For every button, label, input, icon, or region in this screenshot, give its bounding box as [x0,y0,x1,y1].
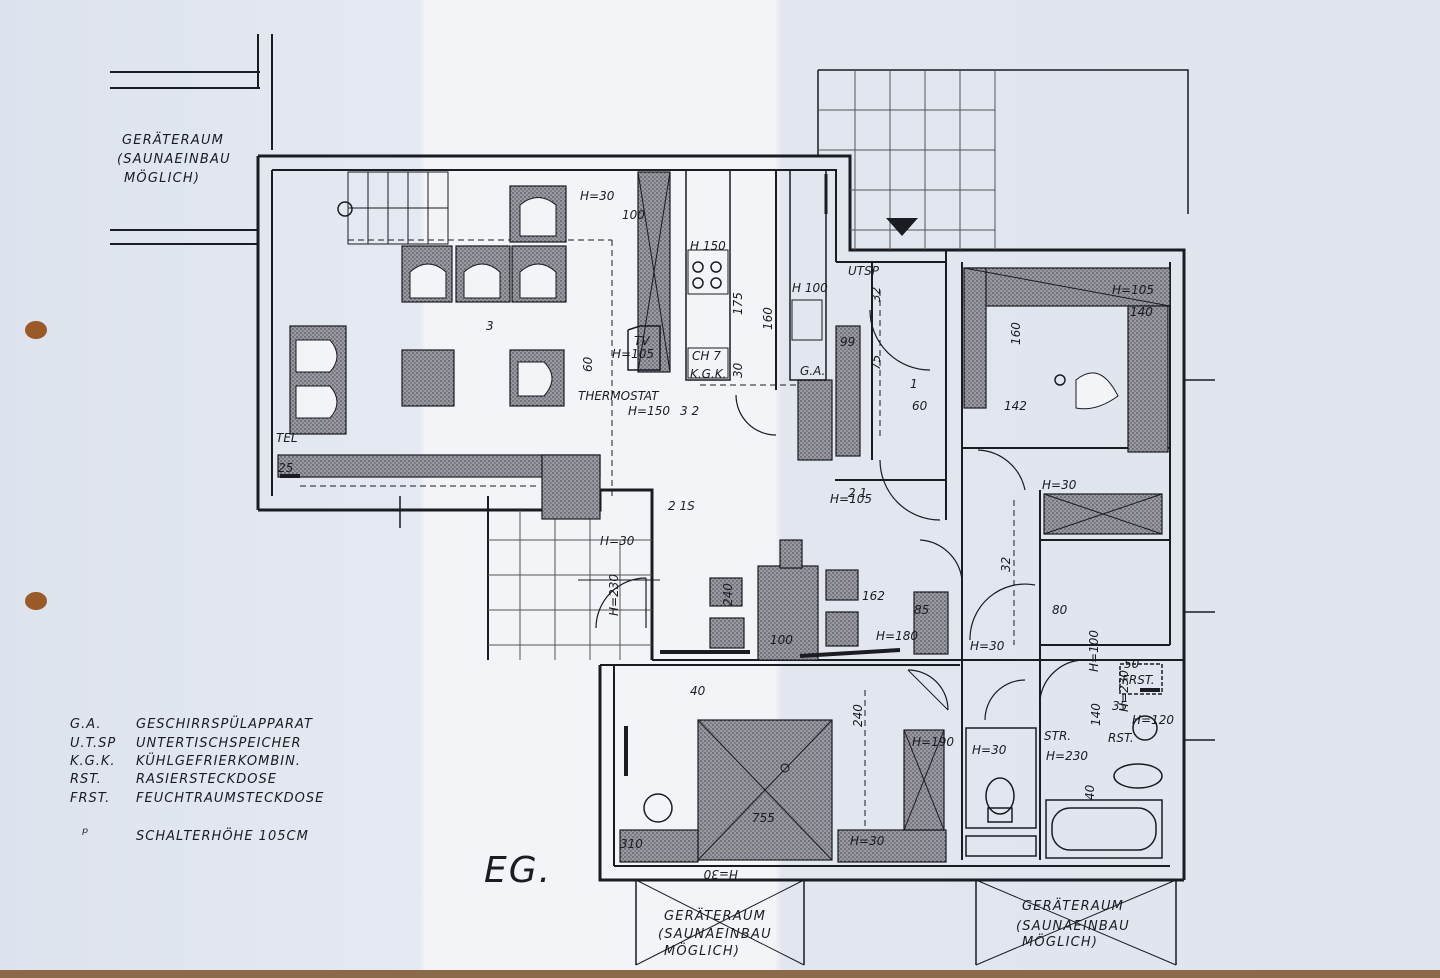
dimension-label: 60 [912,399,928,413]
dimension-label: H=30 [972,743,1007,757]
dimension-label: 35 [1112,699,1127,713]
dimension-label: 140 [1089,703,1103,726]
room-label-line: MÖGLICH) [124,169,200,186]
legend-text: SCHALTERHÖHE 105CM [136,829,309,844]
dimension-label: 32 [999,557,1013,572]
dimension-label: 99 [840,335,855,349]
room-label-line: MÖGLICH) [1022,933,1098,950]
dimension-label: 240 [721,583,735,606]
dimension-label: 50 [1124,657,1140,671]
dimension-label: H=230 [607,574,621,616]
dimension-label: H=30 [703,867,738,881]
dimension-label: 40 [1083,784,1097,800]
room-label-line: GERÄTERAUM [122,132,224,148]
dimension-label: 310 [620,837,643,851]
dimension-label: FRST. [1122,673,1155,687]
dimension-label: 60 [581,356,595,372]
dimension-label: H=30 [970,639,1005,653]
legend-abbr: U.T.SP [70,736,117,751]
legend-text: UNTERTISCHSPEICHER [136,736,302,751]
dimension-label: H=100 [1087,630,1101,672]
room-label-line: MÖGLICH) [664,942,740,959]
dimension-label: TV [634,334,650,348]
dimension-label: THERMOSTAT [578,389,660,403]
dimension-label: H=190 [912,735,954,749]
dimension-label: 140 [1130,305,1153,319]
legend-text: KÜHLGEFRIERKOMBIN. [136,754,301,769]
legend-abbr: G.A. [70,717,102,732]
dimension-label: H=230 [1046,749,1088,763]
punch-hole [25,321,47,339]
dimension-label: 240 [851,704,865,727]
dimension-label: 2 1 [848,486,867,500]
dimension-label: CH 7 [692,349,721,363]
legend-text: FEUCHTRAUMSTECKDOSE [136,791,325,806]
dimension-label: 1 [910,377,918,391]
room-label-line: (SAUNAEINBAU [658,927,772,942]
dimension-label: H=120 [1132,713,1174,727]
dimension-label: H=105 [830,492,872,506]
dimension-label: 25 [278,461,293,475]
dimension-label: TEL [276,431,298,445]
dimension-label: 142 [1004,399,1027,413]
room-label-line: (SAUNAEINBAU [1016,919,1130,934]
dimension-label: H=30 [580,189,615,203]
dimension-label: K.G.K. [690,367,726,381]
dimension-label: G.A. [800,364,825,378]
legend-text: GESCHIRRSPÜLAPPARAT [136,717,313,732]
dimension-label: 85 [914,603,929,617]
dimension-label: 200X63 cm [0,0,69,3]
dimension-label: 100 [622,208,645,222]
dimension-label: 30 [731,362,745,378]
dimension-label: 160 [761,307,775,330]
legend-abbr: K.G.K. [70,754,116,769]
legend-text: RASIERSTECKDOSE [136,772,277,787]
room-label-line: GERÄTERAUM [1022,898,1124,914]
dimension-label: 160 [1009,322,1023,345]
dimension-label: 40 [690,684,706,698]
dimension-label: 162 [862,589,885,603]
legend-abbr: FRST. [70,791,111,806]
dimension-label: 32 [869,287,883,302]
dimension-label: 100 [770,633,793,647]
dimension-label: 755 [752,811,775,825]
dimension-label: H=105 [1112,283,1154,297]
floor-label: EG. [484,850,553,891]
dimension-label: STR. [1044,729,1071,743]
dimension-label: H=180 [876,629,918,643]
dimension-label: H=230 [1117,670,1131,712]
dimension-label: 3 2 [680,404,699,418]
legend-abbr: RST. [70,772,102,787]
dimension-label: UTSP [848,264,880,278]
dimension-label: 80 [1052,603,1068,617]
dimension-label: H=30 [600,534,635,548]
dimension-label: H=105 [612,347,654,361]
dimension-label: 2 1S [668,499,695,513]
dimension-label: 3 [486,319,494,333]
dimension-label: H=30 [1042,478,1077,492]
room-label-line: (SAUNAEINBAU [117,152,231,167]
dimension-label: RST. [1108,731,1134,745]
dimension-label: H 150 [690,239,726,253]
dimension-label: 175 [731,292,745,315]
punch-hole [25,592,47,610]
switch-symbol-icon: ᵖ [82,824,90,842]
room-label-line: GERÄTERAUM [664,908,766,924]
dimension-label: H=30 [850,834,885,848]
dimension-label: H=150 [628,404,670,418]
dimension-label: H 100 [792,281,828,295]
dimension-label: 75 [869,355,883,370]
